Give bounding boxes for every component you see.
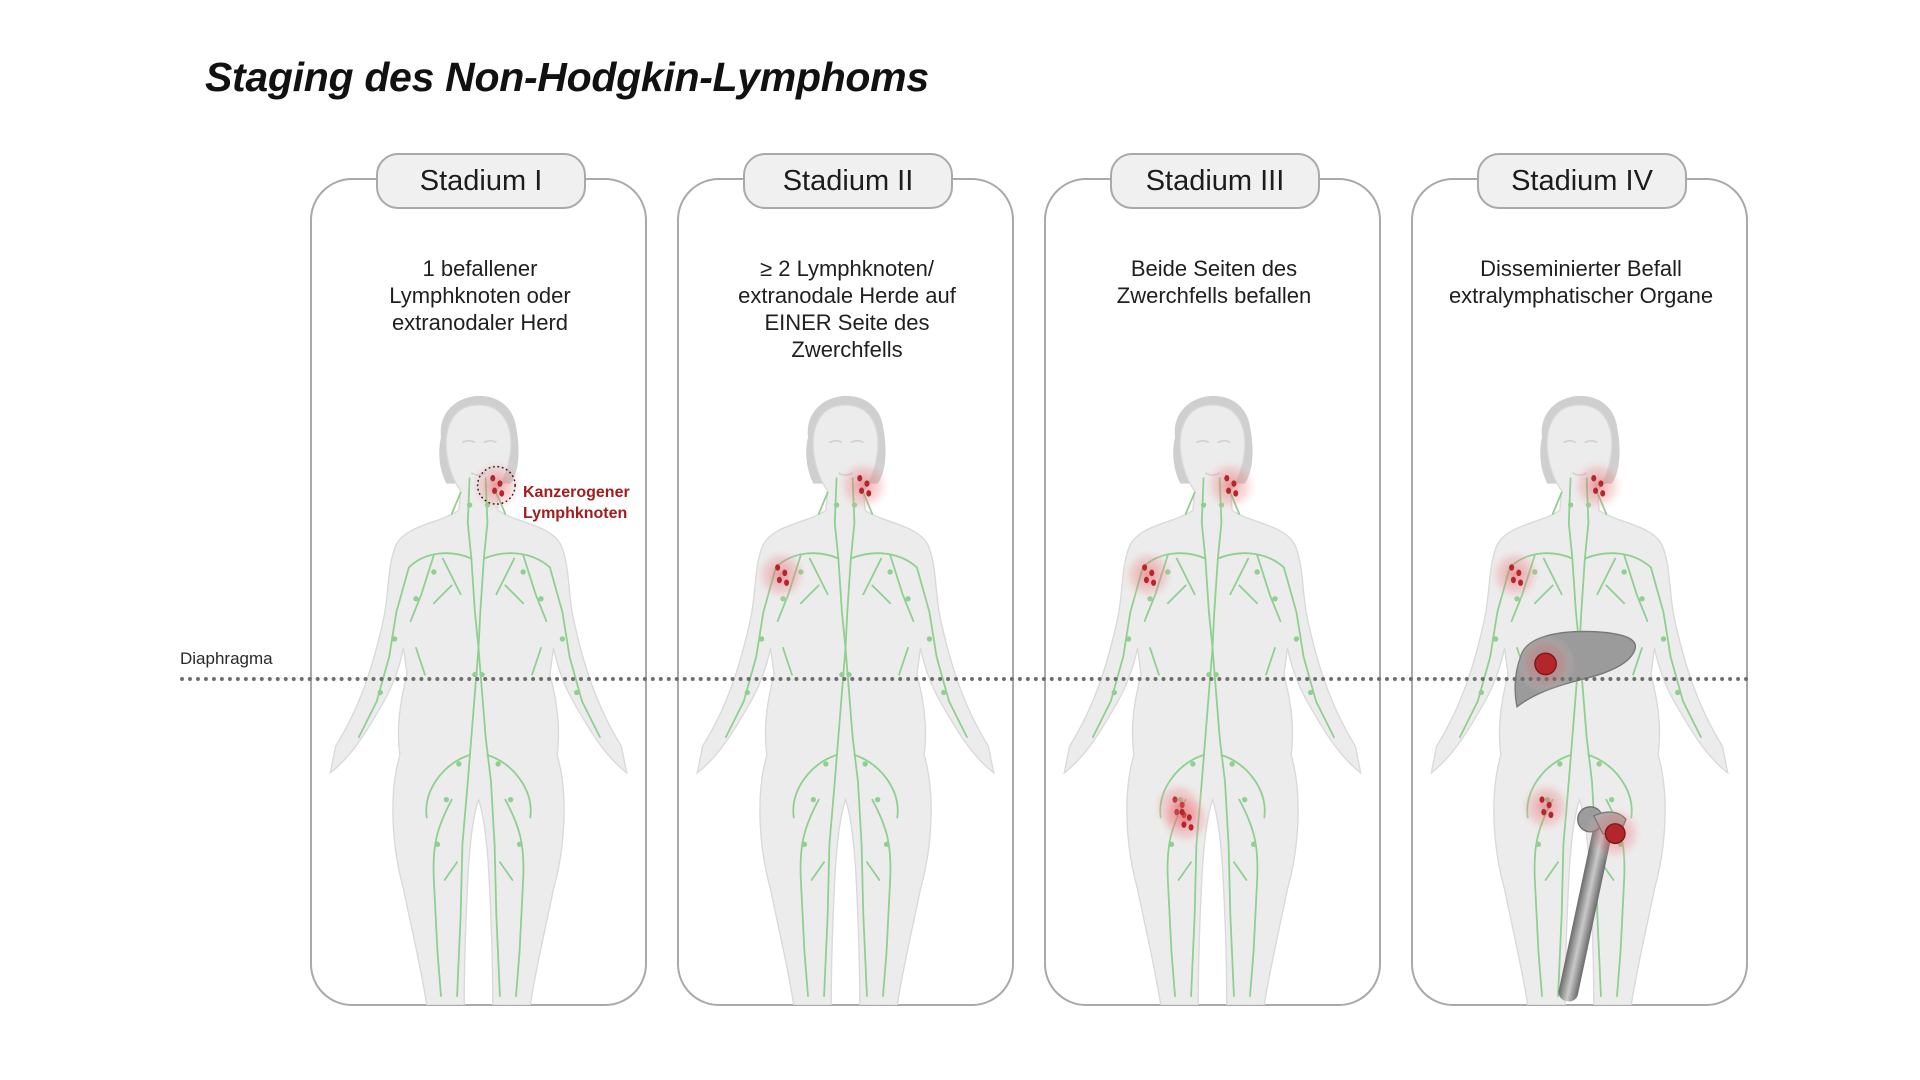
stage-label-1: Stadium I [376, 153, 586, 209]
stage-description-2: ≥ 2 Lymphknoten/ extranodale Herde auf E… [738, 256, 956, 362]
affected-lymph-node-axilla [752, 546, 810, 604]
body-illustration-3 [1063, 395, 1362, 1005]
diaphragm-label: Diaphragma [180, 649, 273, 668]
body-illustration-1 [329, 395, 628, 1005]
affected-lymph-node-groin [1517, 778, 1575, 836]
annotation-cancerous-lymph-node: Kanzerogener Lymphknoten [523, 484, 630, 522]
affected-lymph-node-neck [467, 456, 525, 514]
highlight-circle [476, 465, 516, 505]
affected-lymph-node-neck [1201, 456, 1259, 514]
body-illustration-2 [696, 395, 995, 1005]
affected-lymph-node-neck [1568, 456, 1626, 514]
stage-description-1: 1 befallener Lymphknoten oder extranodal… [389, 256, 571, 335]
body-illustration-4 [1430, 395, 1729, 1005]
diaphragm-line [180, 677, 1750, 681]
affected-lymph-node-neck [834, 456, 892, 514]
stage-description-4: Disseminierter Befall extralymphatischer… [1448, 256, 1714, 308]
stage-label-4: Stadium IV [1477, 153, 1687, 209]
affected-lymph-node-axilla [1486, 546, 1544, 604]
stage-description-3: Beide Seiten des Zwerchfells befallen [1116, 256, 1312, 308]
affected-lymph-node-axilla [1119, 546, 1177, 604]
stage-label-3: Stadium III [1110, 153, 1320, 209]
femur-bone [1558, 803, 1646, 1002]
stage-label-2: Stadium II [743, 153, 953, 209]
diagram-title: Staging des Non-Hodgkin-Lymphoms [205, 54, 929, 100]
